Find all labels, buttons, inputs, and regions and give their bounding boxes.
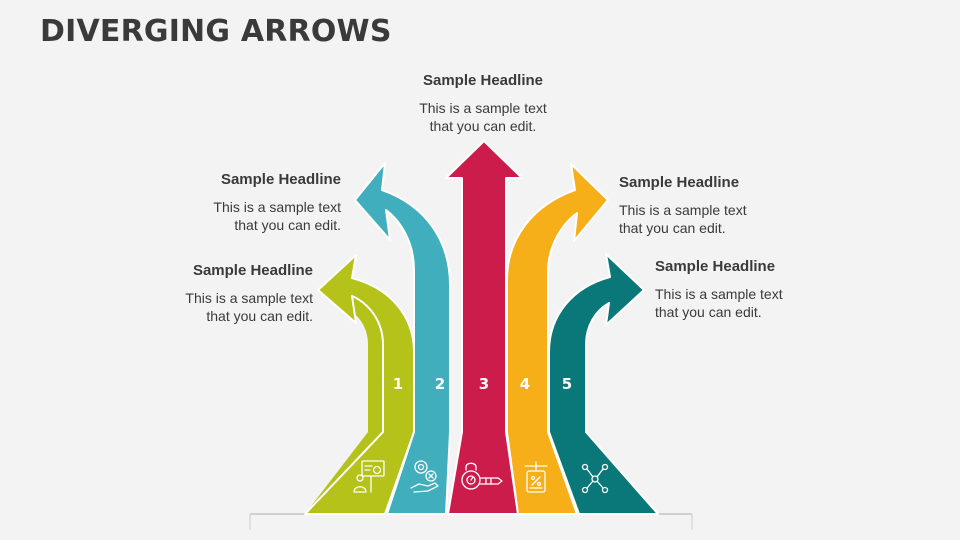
network-people-icon [581,463,609,494]
arrow-number-1: 1 [393,375,403,393]
body-line: that you can edit. [429,118,537,134]
arrow-2 [354,162,451,515]
body-line: This is a sample text [655,286,783,302]
body-line: This is a sample text [419,100,547,116]
arrow-number-4: 4 [520,375,530,393]
presentation-analyst-icon [353,460,385,493]
text-block-1: Sample Headline This is a sample text th… [150,262,313,325]
body-line: that you can edit. [619,220,726,236]
money-gear-hand-icon [410,460,439,493]
base-platform [249,513,693,530]
body-line: This is a sample text [619,202,747,218]
text-block-2: Sample Headline This is a sample text th… [180,171,341,234]
arrow-5 [548,253,659,515]
key-lock-icon [461,462,503,490]
body-line: This is a sample text [185,290,313,306]
arrow-number-5: 5 [562,375,572,393]
body-text-4: This is a sample text that you can edit. [619,201,799,237]
body-text-5: This is a sample text that you can edit. [655,285,835,321]
body-line: that you can edit. [234,217,341,233]
text-block-5: Sample Headline This is a sample text th… [655,258,835,321]
body-line: that you can edit. [206,308,313,324]
arrow-number-3: 3 [479,375,489,393]
arrow-number-2: 2 [435,375,445,393]
body-text-1: This is a sample text that you can edit. [150,289,313,325]
headline-4: Sample Headline [619,174,740,191]
arrow-4 [506,163,609,515]
body-text-2: This is a sample text that you can edit. [180,198,341,234]
headline-2: Sample Headline [220,171,341,188]
slide-title: DIVERGING ARROWS [40,14,392,49]
discount-tag-icon [524,461,548,493]
body-text-3: This is a sample text that you can edit. [393,99,573,135]
arrow-1-body [305,294,384,514]
headline-5: Sample Headline [655,258,776,275]
headline-3: Sample Headline [422,72,544,89]
text-block-3: Sample Headline This is a sample text th… [393,72,573,135]
arrow-1 [304,254,415,515]
headline-1: Sample Headline [192,262,313,279]
body-line: that you can edit. [655,304,762,320]
text-block-4: Sample Headline This is a sample text th… [619,174,799,237]
body-line: This is a sample text [213,199,341,215]
